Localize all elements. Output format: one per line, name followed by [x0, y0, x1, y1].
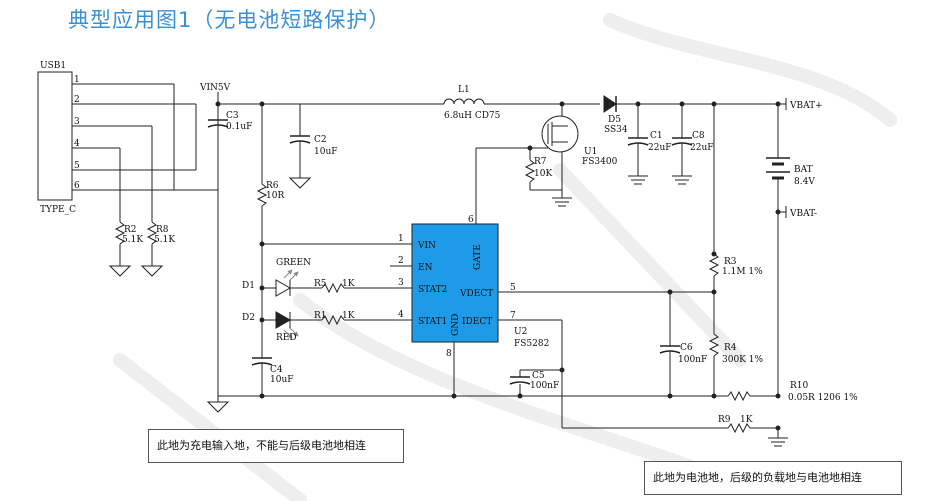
ic-pin-gate-label: GATE	[473, 244, 483, 270]
r8-label: R8	[156, 225, 169, 235]
red-led-label: RED	[276, 333, 297, 343]
ic-pin-number-6: 6	[468, 215, 474, 225]
c5-value: 100nF	[530, 381, 559, 391]
u2-value: FS5282	[514, 339, 549, 349]
c5-label: C5	[532, 371, 545, 381]
r2-label: R2	[124, 225, 137, 235]
usb-pin-3: 3	[74, 117, 80, 127]
c6-label: C6	[680, 343, 693, 353]
usb-pin-4: 4	[74, 139, 80, 149]
ic-pin-number-3: 3	[398, 278, 404, 288]
wires	[37, 71, 790, 447]
u2-label: U2	[514, 327, 527, 337]
ic-pin-number-1: 1	[398, 234, 404, 244]
c3-value: 0.1uF	[226, 122, 252, 132]
r1-label: R1	[314, 311, 327, 321]
bat-label: BAT	[794, 165, 813, 175]
d5-value: SS34	[604, 125, 628, 135]
battery-ground-note: 此地为电池地，后级的负载地与电池地相连	[644, 461, 902, 495]
r8-value: 5.1K	[154, 235, 175, 245]
ic-pin-number-7: 7	[510, 311, 516, 321]
r7-value: 10K	[534, 169, 552, 179]
ic-pin-stat2-label: STAT2	[418, 285, 447, 295]
bat-value: 8.4V	[794, 177, 815, 187]
green-led-label: GREEN	[276, 258, 311, 268]
ic-pin-vin-label: VIN	[417, 241, 436, 251]
c2-label: C2	[314, 135, 327, 145]
ic-pin-en-label: EN	[418, 263, 433, 273]
usb-pin-2: 2	[74, 95, 80, 105]
r5-value: 1K	[342, 279, 355, 289]
usb-pin-6: 6	[74, 181, 80, 191]
ic-pin-number-8: 8	[446, 349, 452, 359]
vbat-plus-label: VBAT+	[789, 101, 823, 111]
r4-value: 300K 1%	[722, 355, 763, 365]
c2-value: 10uF	[314, 147, 338, 157]
c3-label: C3	[226, 111, 239, 121]
ic-pin-stat1-label: STAT1	[418, 317, 447, 327]
vin-net-label: VIN5V	[199, 83, 231, 93]
usb-connector	[37, 71, 73, 201]
r6-label: R6	[266, 181, 279, 191]
c1-value: 22uF	[648, 143, 672, 153]
d2-label: D2	[242, 313, 255, 323]
r1-value: 1K	[342, 311, 355, 321]
r3-value: 1.1M 1%	[722, 267, 763, 277]
ic-pin-number-4: 4	[398, 310, 404, 320]
r7-label: R7	[534, 157, 547, 167]
led-light-arrows	[283, 269, 299, 339]
r4-label: R4	[724, 343, 737, 353]
usb-pin-1: 1	[74, 75, 80, 85]
u1-value: FS3400	[582, 157, 618, 167]
u1-label: U1	[584, 147, 597, 157]
input-ground-note: 此地为充电输入地，不能与后级电池地相连	[148, 429, 404, 463]
usb-type-label: TYPE_C	[40, 205, 76, 215]
c8-label: C8	[692, 131, 705, 141]
r2-value: 5.1K	[122, 235, 143, 245]
r5-label: R5	[314, 279, 327, 289]
l1-value: 6.8uH CD75	[444, 111, 501, 121]
ic-pin-idect-label: IDECT	[462, 317, 492, 327]
r10-value: 0.05R 1206 1%	[788, 393, 858, 403]
ic-pin-number-2: 2	[398, 256, 404, 266]
vbat-minus-label: VBAT-	[789, 209, 817, 219]
r6-value: 10R	[266, 191, 284, 201]
c6-value: 100nF	[678, 355, 707, 365]
d1-label: D1	[242, 281, 255, 291]
ic-pin-vdect-label: VDECT	[459, 289, 493, 299]
c4-value: 10uF	[270, 375, 294, 385]
usb-name-label: USB1	[40, 61, 66, 71]
c1-label: C1	[650, 131, 663, 141]
d5-label: D5	[608, 115, 621, 125]
usb-pin-5: 5	[74, 161, 80, 171]
pin-numbers: 1 2 3 4 5 6 1 2 3 4 5 6 7 8	[74, 75, 516, 359]
page-title: 典型应用图1（无电池短路保护）	[68, 8, 391, 32]
r9-value: 1K	[740, 415, 753, 425]
ic-pin-number-5: 5	[510, 283, 516, 293]
ic-pin-gnd-label: GND	[451, 314, 461, 336]
component-labels: USB1 TYPE_C VIN5V C3 0.1uF C2 10uF L1 6.…	[40, 61, 858, 425]
c4-label: C4	[270, 365, 283, 375]
r10-label: R10	[790, 381, 809, 391]
r3-label: R3	[724, 257, 737, 267]
l1-label: L1	[458, 85, 470, 95]
r9-label: R9	[718, 415, 731, 425]
c8-value: 22uF	[690, 143, 714, 153]
ic-fs5282: VIN EN STAT2 STAT1 VDECT IDECT GATE GND	[411, 223, 499, 343]
